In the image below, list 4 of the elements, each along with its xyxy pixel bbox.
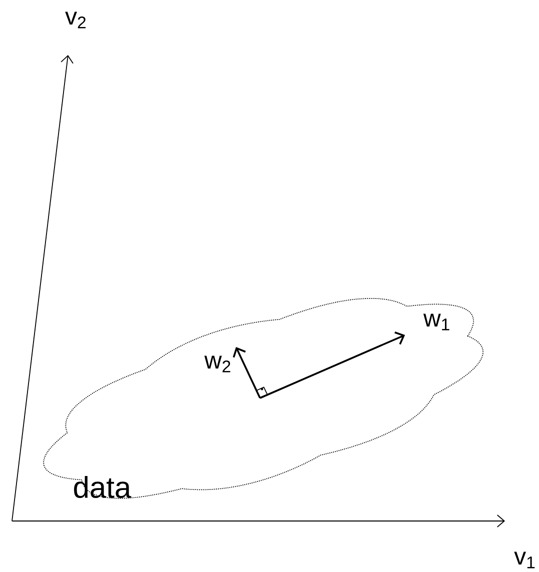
vector-label: w$_{2}$ <box>204 356 230 372</box>
axis-label: v$_{1}$ <box>514 552 535 568</box>
vector-label: w$_{1}$ <box>423 314 450 330</box>
axis-label: v$_{2}$ <box>65 12 86 28</box>
